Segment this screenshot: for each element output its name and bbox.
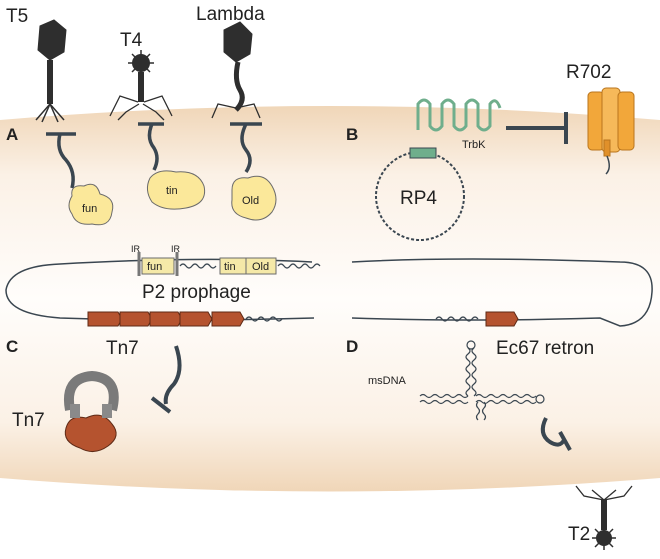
gene-tin-label: tin: [224, 261, 236, 273]
ir-left-label: IR: [131, 244, 141, 254]
fun-protein: [68, 183, 114, 226]
msdna-structure: [419, 340, 545, 421]
t4-phage: [109, 50, 173, 121]
t5-phage: [35, 19, 67, 123]
p2-prophage-genes: [137, 252, 321, 276]
inhibition-symbol-a1: [46, 132, 76, 189]
tn7-protein-label: Tn7: [12, 410, 45, 431]
inhibition-symbol-a3: [230, 122, 262, 173]
tn7-transposon-genes: [87, 311, 245, 327]
rp4-label: RP4: [400, 188, 437, 209]
tin-protein-label: tin: [166, 185, 178, 197]
gene-old-label: Old: [252, 261, 269, 273]
t5-label: T5: [6, 6, 28, 27]
r702-protein: [587, 87, 635, 175]
t2-label: T2: [568, 524, 590, 545]
inhibition-symbol-b: [506, 112, 568, 144]
ir-right-label: IR: [171, 244, 181, 254]
t4-label: T4: [120, 30, 143, 51]
trbk-label: TrbK: [462, 139, 486, 151]
panel-c-label: C: [6, 337, 18, 356]
tin-protein: [146, 170, 206, 210]
tn7-flank-dna: [245, 316, 283, 322]
inhibition-symbol-a2: [138, 122, 164, 171]
tn7-protein-complex: [64, 370, 119, 452]
inhibition-symbol-d: [540, 417, 572, 451]
rp4-plasmid: [375, 147, 465, 241]
r702-label: R702: [566, 62, 611, 83]
inhibition-symbol-c: [150, 345, 182, 414]
panel-b-label: B: [346, 125, 358, 144]
old-protein: [231, 175, 277, 221]
panel-a-label: A: [6, 125, 18, 144]
fun-protein-label: fun: [82, 203, 97, 215]
p2-prophage-label: P2 prophage: [142, 282, 251, 303]
ec67-retron-gene: [485, 311, 519, 327]
lambda-phage: [211, 21, 261, 119]
trbk-protein: [416, 98, 502, 132]
old-protein-label: Old: [242, 195, 259, 207]
lambda-label: Lambda: [196, 4, 265, 25]
msdna-label: msDNA: [368, 375, 407, 387]
retron-flank-dna: [435, 316, 479, 322]
gene-fun-label: fun: [147, 261, 162, 273]
panel-d-label: D: [346, 337, 358, 356]
t2-phage: [575, 485, 633, 550]
tn7-element-label: Tn7: [106, 338, 139, 359]
ec67-retron-label: Ec67 retron: [496, 338, 594, 359]
